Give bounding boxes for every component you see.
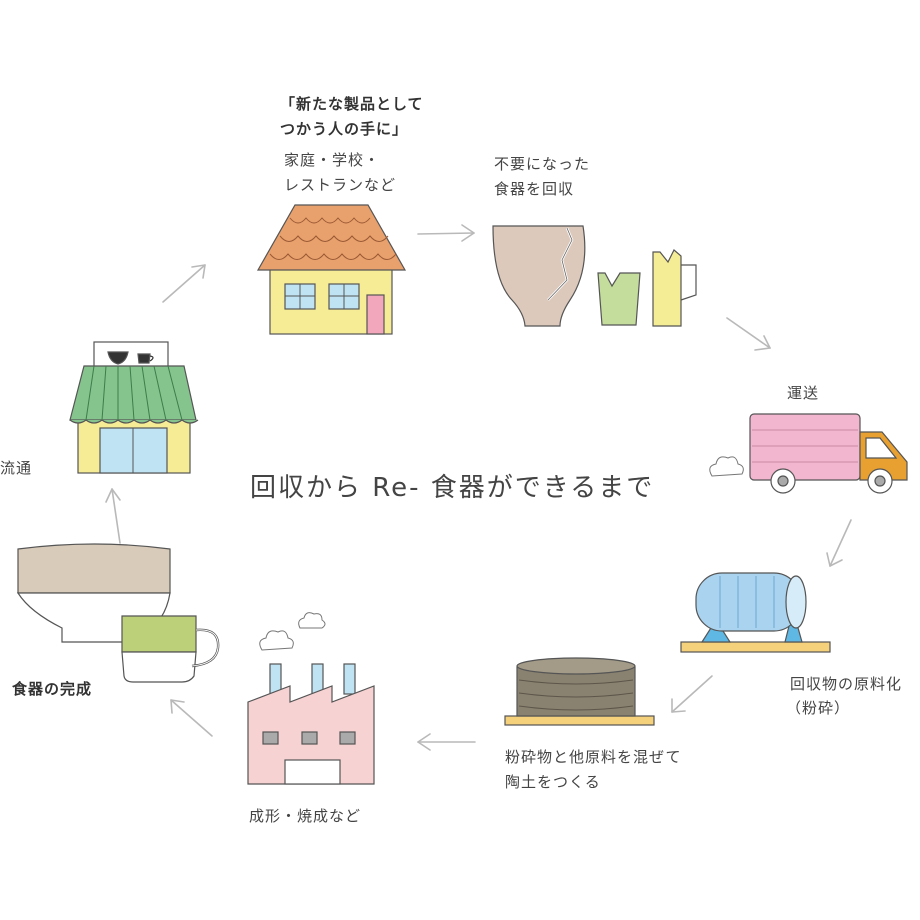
ball-mill-illustration <box>680 572 831 653</box>
clay-block-illustration <box>504 657 655 726</box>
crush-label-line1: 回収物の原料化 <box>790 675 903 693</box>
distribution-label: 流通 <box>0 459 33 477</box>
transport-label: 運送 <box>787 384 820 402</box>
house-illustration <box>256 204 407 335</box>
home-sub-line1: 家庭・学校・ <box>284 151 381 169</box>
arrow-shop-to-home <box>162 264 206 303</box>
clay-label-line1: 粉砕物と他原料を混ぜて <box>505 748 682 766</box>
complete-label: 食器の完成 <box>12 680 93 698</box>
cycle-arrows <box>105 224 852 751</box>
arrow-tableware-to-shop <box>105 488 121 544</box>
finished-tableware-illustration <box>16 543 220 683</box>
firing-label: 成形・焼成など <box>249 807 362 825</box>
arrow-clay-to-factory <box>417 733 476 751</box>
home-sub-line2: レストランなど <box>284 176 397 194</box>
arrow-factory-to-tableware <box>170 699 213 737</box>
arrow-home-to-collect <box>417 224 475 242</box>
arrow-mill-to-clay <box>671 675 713 713</box>
truck-illustration <box>709 413 908 494</box>
factory-illustration <box>247 612 375 785</box>
arrow-collect-to-truck <box>726 317 771 351</box>
diagram-title: 回収から Re- 食器ができるまで <box>250 473 655 503</box>
arrow-truck-to-mill <box>826 519 852 567</box>
collect-label-line1: 不要になった <box>494 155 591 173</box>
home-heading-line2: つかう人の手に」 <box>280 120 409 138</box>
home-heading-line1: 「新たな製品として <box>280 95 424 113</box>
shop-illustration <box>69 341 199 474</box>
crush-label-line2: （粉砕） <box>786 699 851 717</box>
broken-tableware-illustration <box>492 225 697 327</box>
collect-label-line2: 食器を回収 <box>494 180 575 198</box>
clay-label-line2: 陶土をつくる <box>505 773 601 791</box>
